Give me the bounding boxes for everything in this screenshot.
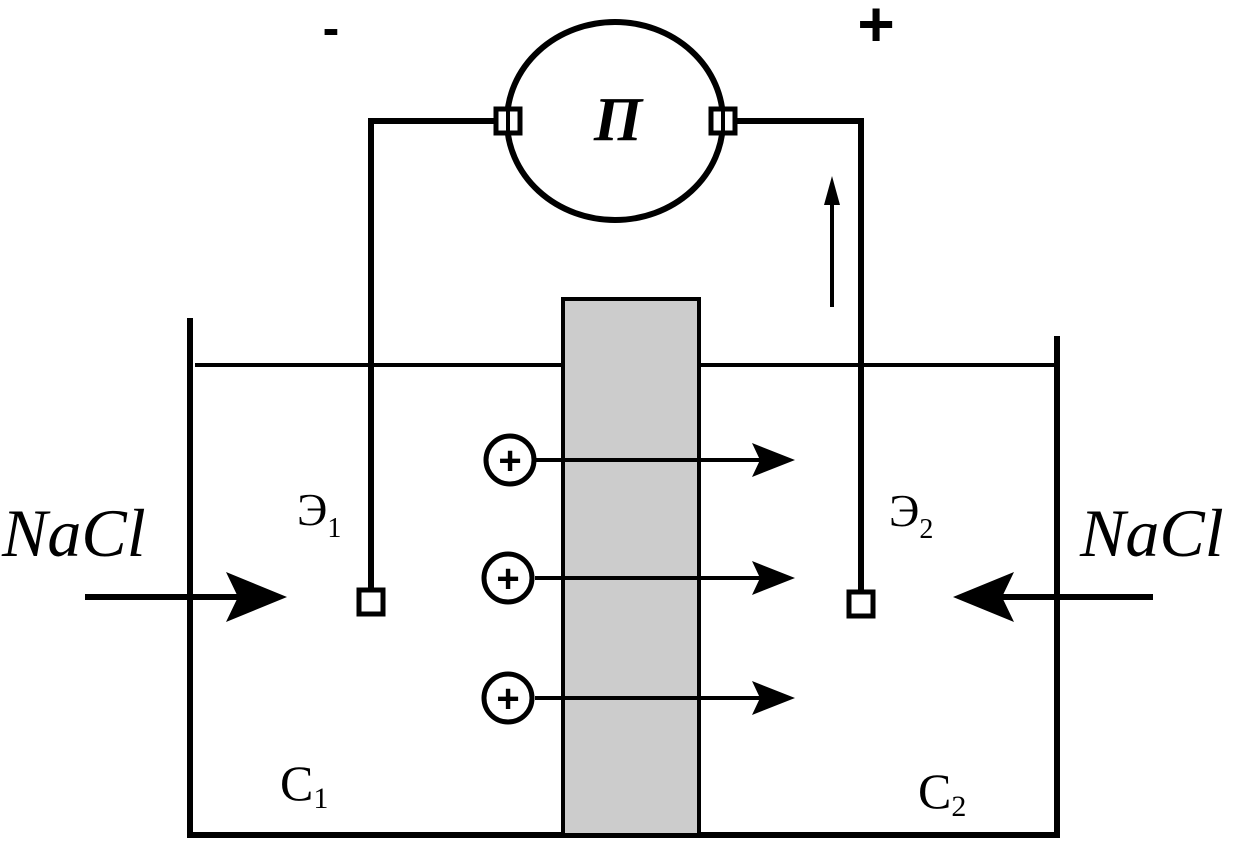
cation-flow-1: + (483, 433, 795, 487)
cation-1-circle (483, 433, 537, 487)
chamber-left-index: 1 (313, 782, 328, 815)
cation-arrow-2-head (752, 561, 795, 595)
electrode-left (356, 587, 386, 617)
current-arrow-head (824, 176, 840, 205)
inflow-arrow-left-head (226, 572, 287, 622)
electrode-right-letter: Э (889, 485, 919, 536)
inflow-arrow-right (953, 572, 1153, 622)
negative-sign: - (323, 0, 340, 56)
membrane (561, 297, 701, 837)
electrode-left-label: Э1 (297, 484, 341, 544)
cation-3-circle (481, 671, 535, 725)
cation-arrow-3-head (752, 681, 795, 715)
electrode-left-letter: Э (297, 484, 327, 535)
electrode-right (846, 589, 876, 619)
current-arrow (824, 176, 840, 307)
cation-flow-2: + (481, 551, 795, 605)
cation-2-sign: + (496, 557, 519, 601)
electrode-left-index: 1 (327, 513, 341, 544)
chamber-left-label: C1 (280, 755, 328, 815)
cation-flow-3: + (481, 671, 795, 725)
cation-2-circle (481, 551, 535, 605)
power-source: П (493, 19, 738, 223)
chamber-right-letter: C (918, 763, 951, 819)
wire-right (735, 118, 864, 590)
cation-arrow-1-head (752, 443, 795, 477)
chamber-left-letter: C (280, 755, 313, 811)
power-source-label: П (593, 86, 644, 154)
chamber-right-label: C2 (918, 763, 966, 823)
nacl-right-label: NaCl (1079, 495, 1224, 571)
electrode-right-index: 2 (919, 514, 933, 545)
electrode-right-label: Э2 (889, 485, 933, 545)
cation-3-sign: + (496, 677, 519, 721)
chamber-right-index: 2 (951, 790, 966, 823)
inflow-arrow-left (85, 572, 287, 622)
cation-1-sign: + (498, 439, 521, 483)
nacl-left-label: NaCl (1, 495, 146, 571)
positive-sign: + (857, 0, 894, 60)
inflow-arrow-right-head (953, 572, 1014, 622)
wire-left (368, 118, 496, 590)
